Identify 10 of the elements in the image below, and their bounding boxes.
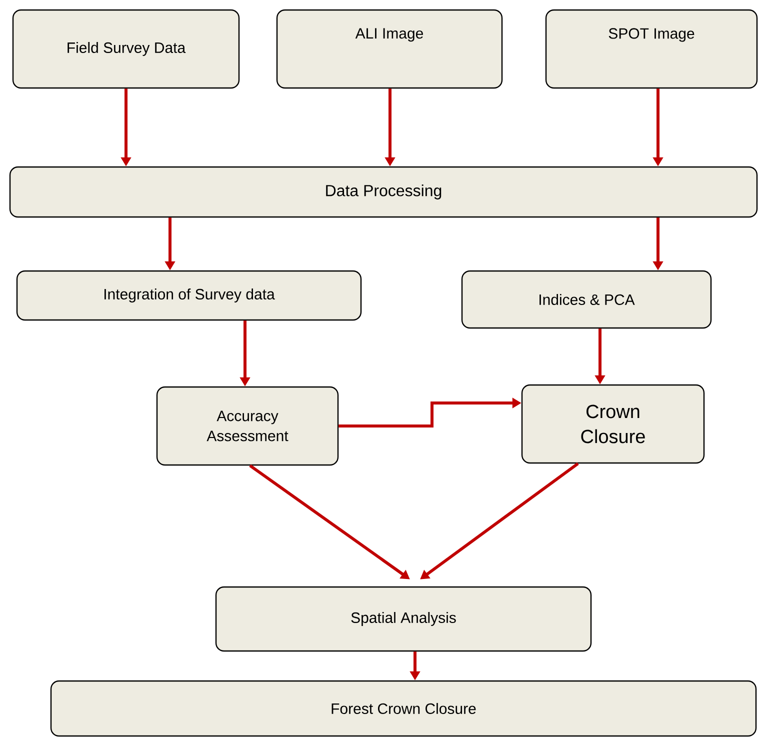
- process-box: Crown Closure: [521, 384, 705, 464]
- process-box: Field Survey Data: [12, 9, 240, 89]
- process-box: Data Processing: [9, 166, 758, 218]
- process-box: Indices & PCA: [461, 270, 712, 329]
- process-box: Spatial Analysis: [215, 586, 592, 652]
- process-box: ALI Image: [276, 9, 503, 89]
- process-box: Integration of Survey data: [16, 270, 362, 321]
- process-box: SPOT Image: [545, 9, 758, 89]
- process-box: Accuracy Assessment: [156, 386, 339, 466]
- process-box: Forest Crown Closure: [50, 680, 757, 737]
